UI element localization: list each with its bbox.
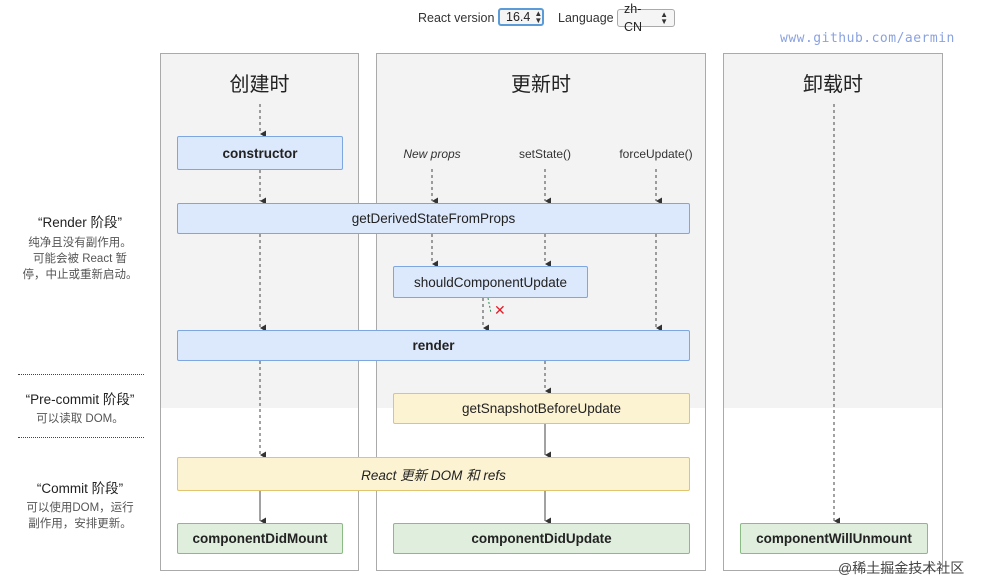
unmount-column-render-bg: [724, 54, 942, 408]
github-watermark: www.github.com/aermin: [780, 31, 955, 46]
render-phase-desc-2: 可能会被 React 暂: [33, 253, 127, 265]
phase-divider: [18, 437, 144, 438]
react-updates-dom-box[interactable]: React 更新 DOM 和 refs: [177, 457, 690, 491]
cancel-x-icon: ✕: [494, 302, 506, 318]
phase-divider: [18, 374, 144, 375]
language-select[interactable]: zh-CN ▲▼: [617, 2, 675, 34]
should-component-update-box[interactable]: shouldComponentUpdate: [393, 266, 588, 298]
precommit-phase-desc: 可以读取 DOM。: [36, 413, 124, 425]
component-did-update-box[interactable]: componentDidUpdate: [393, 523, 690, 554]
constructor-box[interactable]: constructor: [177, 136, 343, 170]
react-version-select[interactable]: 16.4 ▲▼: [498, 8, 544, 26]
render-phase-title: “Render 阶段”: [37, 215, 123, 230]
get-snapshot-before-update-box[interactable]: getSnapshotBeforeUpdate: [393, 393, 690, 424]
commit-phase-desc-1: 可以使用DOM，运行: [26, 502, 134, 514]
render-box[interactable]: render: [177, 330, 690, 361]
mount-column-title: 创建时: [229, 74, 290, 96]
component-will-unmount-box[interactable]: componentWillUnmount: [740, 523, 928, 554]
unmount-column-title: 卸载时: [803, 74, 863, 96]
trigger-force-update: forceUpdate(): [619, 147, 693, 161]
commit-phase-desc-2: 副作用，安排更新。: [28, 518, 132, 530]
trigger-new-props: New props: [403, 147, 461, 161]
get-derived-state-from-props-box[interactable]: getDerivedStateFromProps: [177, 203, 690, 234]
react-version-value: 16.4: [506, 10, 531, 24]
trigger-set-state: setState(): [518, 147, 572, 161]
arrow-scu-cancel: [487, 297, 492, 314]
precommit-phase-title: “Pre-commit 阶段”: [25, 392, 135, 407]
juejin-watermark: @稀土掘金技术社区: [838, 560, 965, 576]
language-value: zh-CN: [624, 2, 643, 34]
render-phase-desc-1: 纯净且没有副作用。: [28, 237, 132, 249]
render-phase-desc-3: 停，中止或重新启动。: [22, 269, 138, 281]
update-column-title: 更新时: [511, 74, 571, 96]
select-arrows-icon: ▲▼: [660, 10, 668, 26]
unmount-column: 卸载时: [723, 53, 943, 571]
commit-phase-title: “Commit 阶段”: [36, 481, 124, 496]
component-did-mount-box[interactable]: componentDidMount: [177, 523, 343, 554]
react-version-label: React version: [418, 11, 495, 25]
select-arrows-icon: ▲▼: [534, 9, 543, 25]
language-label: Language: [558, 11, 614, 25]
